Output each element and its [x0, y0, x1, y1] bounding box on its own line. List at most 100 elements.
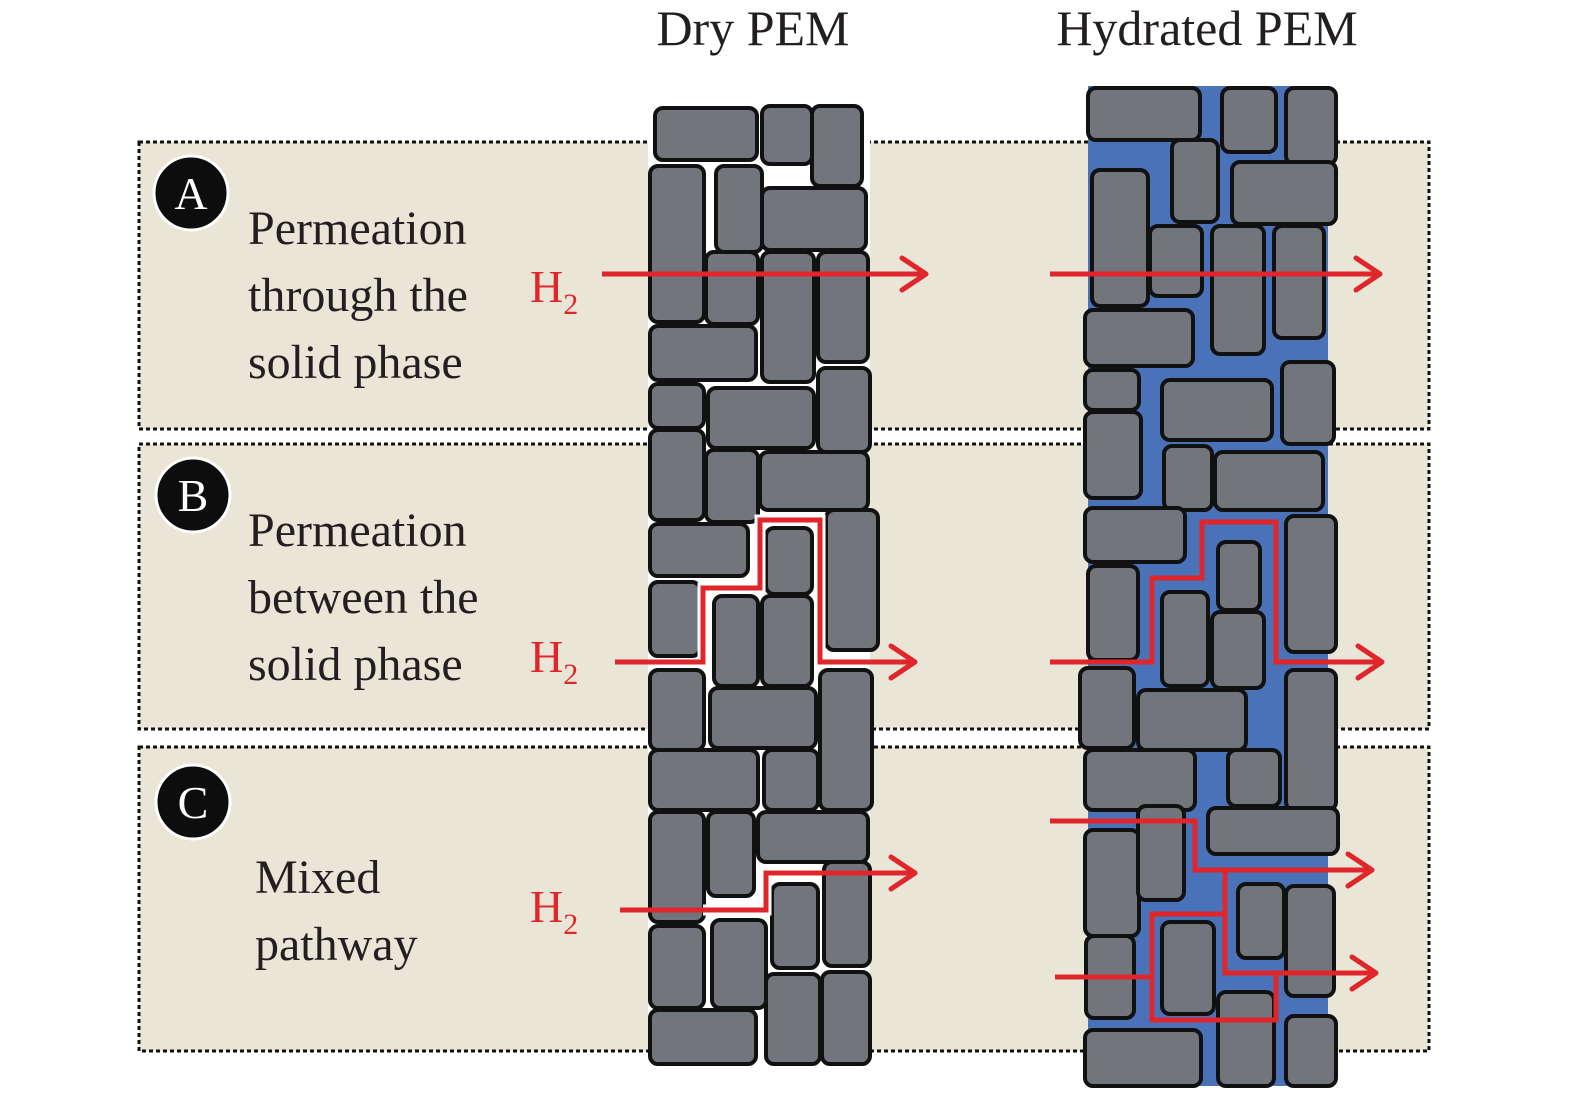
row-b-h2-symbol: H	[530, 631, 563, 682]
hydrated-brick	[1136, 804, 1186, 902]
dry-brick	[648, 924, 706, 1010]
hydrated-brick	[1284, 668, 1338, 812]
dry-brick	[648, 324, 758, 382]
dry-brick	[648, 668, 706, 752]
row-c-h2-symbol: H	[530, 881, 563, 932]
hydrated-brick	[1083, 748, 1197, 812]
dry-brick	[706, 386, 816, 450]
hyd-c-branch-path	[1149, 870, 1279, 1023]
dry-brick	[770, 882, 820, 970]
row-c-h2-subscript: 2	[563, 908, 578, 941]
hydrated-brick	[1170, 138, 1220, 224]
dry-brick	[816, 366, 872, 454]
dry-pem-title: Dry PEM	[656, 0, 849, 56]
dry-brick	[648, 382, 706, 430]
hydrated-brick	[1083, 828, 1141, 938]
dry-pem-bricks	[648, 104, 880, 1066]
hydrated-brick	[1090, 168, 1150, 308]
dry-brick	[822, 860, 872, 968]
dry-b-gap-path	[615, 517, 915, 665]
row-a-h2-label: H2	[530, 261, 578, 321]
row-a-line-3: solid phase	[248, 336, 463, 389]
dry-c-arrowhead	[888, 854, 918, 892]
hydrated-brick	[1160, 590, 1210, 688]
row-b-description: Permeation between the solid phase	[248, 504, 491, 691]
row-c-line-2: pathway	[255, 918, 418, 971]
dry-brick	[816, 250, 870, 364]
hydrated-brick	[1160, 920, 1216, 1016]
dry-brick	[648, 748, 760, 812]
dry-c-mixed-path	[620, 870, 915, 913]
row-a-badge-letter: A	[174, 168, 207, 219]
dry-brick	[758, 450, 870, 512]
hydrated-brick	[1284, 86, 1338, 166]
hydrated-brick	[1284, 884, 1336, 998]
row-a-line-1: Permeation	[248, 202, 467, 255]
hydrated-brick	[1083, 506, 1187, 564]
row-a-description: Permeation through the solid phase	[248, 202, 480, 389]
dry-brick	[760, 250, 816, 384]
dry-brick	[756, 810, 870, 864]
row-c-description: Mixed pathway	[255, 851, 418, 971]
hydrated-brick	[1284, 1014, 1338, 1088]
row-a-line-2: through the	[248, 269, 468, 322]
row-c-h2-label: H2	[530, 881, 578, 941]
hyd-c-lower-arrowhead	[1349, 954, 1379, 992]
hydrated-pem-title: Hydrated PEM	[1056, 0, 1357, 56]
row-c-line-1: Mixed	[255, 851, 380, 904]
hydrated-brick	[1226, 748, 1282, 808]
dry-brick	[764, 526, 814, 596]
dry-pathways	[602, 255, 929, 916]
row-a-label: A Permeation through the solid phase	[152, 154, 480, 389]
dry-brick	[820, 970, 872, 1066]
dry-brick	[824, 508, 880, 652]
hydrated-brick	[1216, 990, 1276, 1088]
row-b-h2-subscript: 2	[563, 658, 578, 691]
row-b-line-2: between the	[248, 571, 479, 624]
dry-b-arrowhead	[888, 643, 918, 681]
hyd-b-arrowhead	[1355, 643, 1385, 681]
dry-brick	[760, 186, 868, 252]
hydrated-brick	[1213, 450, 1325, 512]
row-b-badge	[154, 456, 232, 534]
dry-brick	[810, 104, 864, 188]
hydrated-brick	[1083, 1028, 1203, 1088]
hydrated-brick	[1236, 882, 1286, 960]
hydrated-pem-membrane	[1078, 86, 1340, 1088]
dry-brick	[764, 972, 822, 1066]
row-a-h2-symbol: H	[530, 261, 563, 312]
hydrated-brick	[1284, 514, 1338, 654]
row-a-h2-subscript: 2	[563, 288, 578, 321]
dry-brick	[704, 250, 760, 326]
dry-brick	[760, 104, 814, 166]
hydrated-brick	[1162, 444, 1214, 512]
hydrated-brick	[1160, 378, 1274, 442]
row-b-badge-letter: B	[178, 470, 209, 521]
dry-brick	[760, 594, 814, 688]
dry-brick	[648, 164, 706, 324]
hyd-a-arrowhead	[1353, 255, 1383, 293]
dry-brick	[710, 918, 768, 1010]
hyd-c-upper-path	[1050, 818, 1372, 873]
dry-brick	[648, 428, 706, 522]
dry-brick	[648, 1008, 758, 1066]
hyd-c-right-path	[1222, 914, 1376, 976]
row-a-badge	[152, 154, 230, 232]
hydrated-brick	[1210, 610, 1266, 690]
dry-brick	[706, 810, 756, 898]
dry-brick	[648, 522, 750, 578]
hyd-c-upper-arrowhead	[1345, 851, 1375, 889]
row-b-line-1: Permeation	[248, 504, 467, 557]
hydrated-brick	[1136, 688, 1248, 752]
hydrated-brick	[1216, 540, 1262, 612]
hydrated-pathways	[1050, 255, 1385, 1023]
hydrated-brick	[1206, 806, 1340, 856]
row-b-h2-label: H2	[530, 631, 578, 691]
dry-brick	[714, 164, 764, 254]
dry-brick	[704, 448, 760, 524]
hydrated-brick	[1230, 160, 1338, 226]
dry-brick	[818, 668, 874, 812]
row-b-label: B Permeation between the solid phase	[154, 456, 491, 691]
row-b-line-3: solid phase	[248, 638, 463, 691]
